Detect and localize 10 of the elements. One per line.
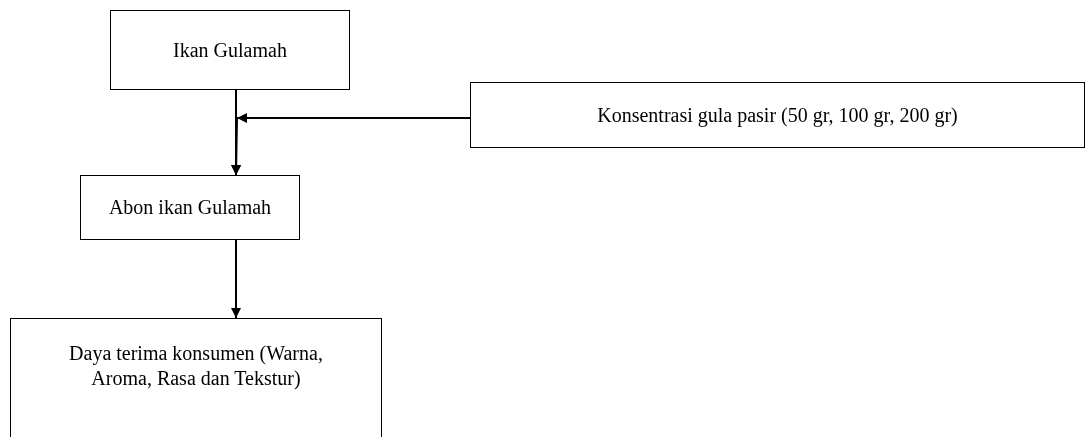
process-box: [10, 318, 382, 437]
arrow: [231, 113, 471, 176]
process-box: [110, 10, 350, 90]
box-label: Abon ikan Gulamah: [108, 195, 272, 220]
arrow: [231, 239, 241, 319]
box-label: Ikan Gulamah: [173, 37, 287, 63]
process-box: [80, 175, 300, 240]
box-label: Daya terima konsumen (Warna, Aroma, Rasa dan Tekstur): [68, 341, 324, 391]
process-box: [470, 82, 1085, 148]
box-label: Konsentrasi gula pasir (50 gr, 100 gr, 200 gr): [597, 102, 958, 128]
